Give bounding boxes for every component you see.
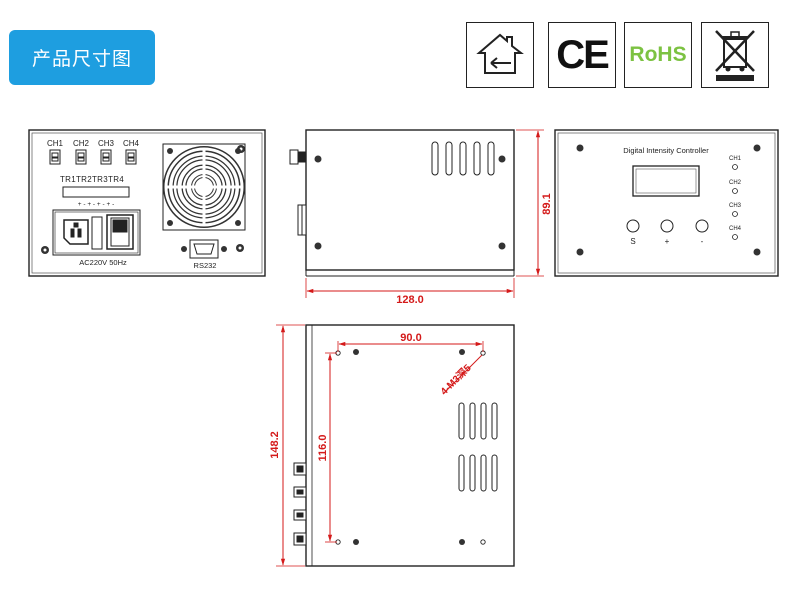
front-panel-title: Digital Intensity Controller [623,146,709,155]
recycle-house-icon [476,33,524,74]
page-title: 产品尺寸图 [9,30,155,85]
channel-led-icon [732,188,738,194]
front-channel-label: CH3 [729,203,742,209]
rohs-cert: RoHS [624,22,692,88]
mount-hole-callout: 4-M3深5 [437,361,474,398]
button-label: S [630,237,635,246]
rear-panel-screw-icon [41,145,245,254]
top-connector-stubs [293,462,307,546]
terminal-polarity: + - + - + - + - [78,201,114,208]
side-height-dimension: 89.1 [541,193,553,214]
weee-crossed-bin-icon [715,30,755,81]
front-panel-view: Digital Intensity Controller CH1 CH2 CH3… [554,129,779,277]
channel-led-icon [732,164,738,170]
rear-channel-label: CH1 [47,139,64,148]
page-title-text: 产品尺寸图 [31,48,132,70]
rear-channel-label: CH4 [123,139,140,148]
side-width-dimension: 128.0 [396,294,424,306]
power-inlet-icon [52,209,141,256]
side-vent-icon [431,141,495,176]
hole-spacing-dimension: 90.0 [400,332,421,344]
front-channel-label: CH2 [729,180,742,186]
rear-channel-label: CH3 [98,139,115,148]
minus-button-icon [695,219,709,233]
terminal-labels: TR1TR2TR3TR4 [60,175,124,184]
mount-hole-leader [442,354,483,395]
plus-button-icon [660,219,674,233]
side-view: 89.1 128.0 [289,129,553,306]
terminal-block [62,186,130,198]
front-channel-label: CH1 [729,156,742,162]
lcd-display [632,165,700,197]
fan-grille-icon [162,143,246,231]
top-screw-icon [353,349,465,545]
top-depth-dimension: 148.2 [269,431,281,459]
rohs-icon: RoHS [629,43,687,66]
top-vent-icon [458,402,498,492]
side-connector-stub [289,149,307,236]
power-rating-label: AC220V 50Hz [79,258,127,267]
set-button-icon [626,219,640,233]
rs232-port-icon [181,239,227,259]
weee-cert [701,22,769,88]
rear-panel-view: CH1 CH2 CH3 CH4 TR1TR2TR3TR4 + - + - + -… [28,129,266,277]
ce-cert: CE [548,22,616,88]
ce-mark-icon: CE [556,32,610,77]
rear-channel-label: CH2 [73,139,90,148]
channel-led-icon [732,211,738,217]
recycle-house-cert [466,22,534,88]
button-label: + [665,237,670,246]
channel-connector-icon [49,149,137,165]
channel-led-icon [732,234,738,240]
rs232-label: RS232 [194,261,217,270]
front-screw-icon [576,144,761,256]
side-screw-icon [314,155,506,250]
hole-vertical-dimension: 116.0 [317,435,329,462]
button-label: - [701,237,704,246]
front-channel-label: CH4 [729,226,742,232]
top-view: 90.0 116.0 148.2 4-M3深5 [269,324,515,567]
